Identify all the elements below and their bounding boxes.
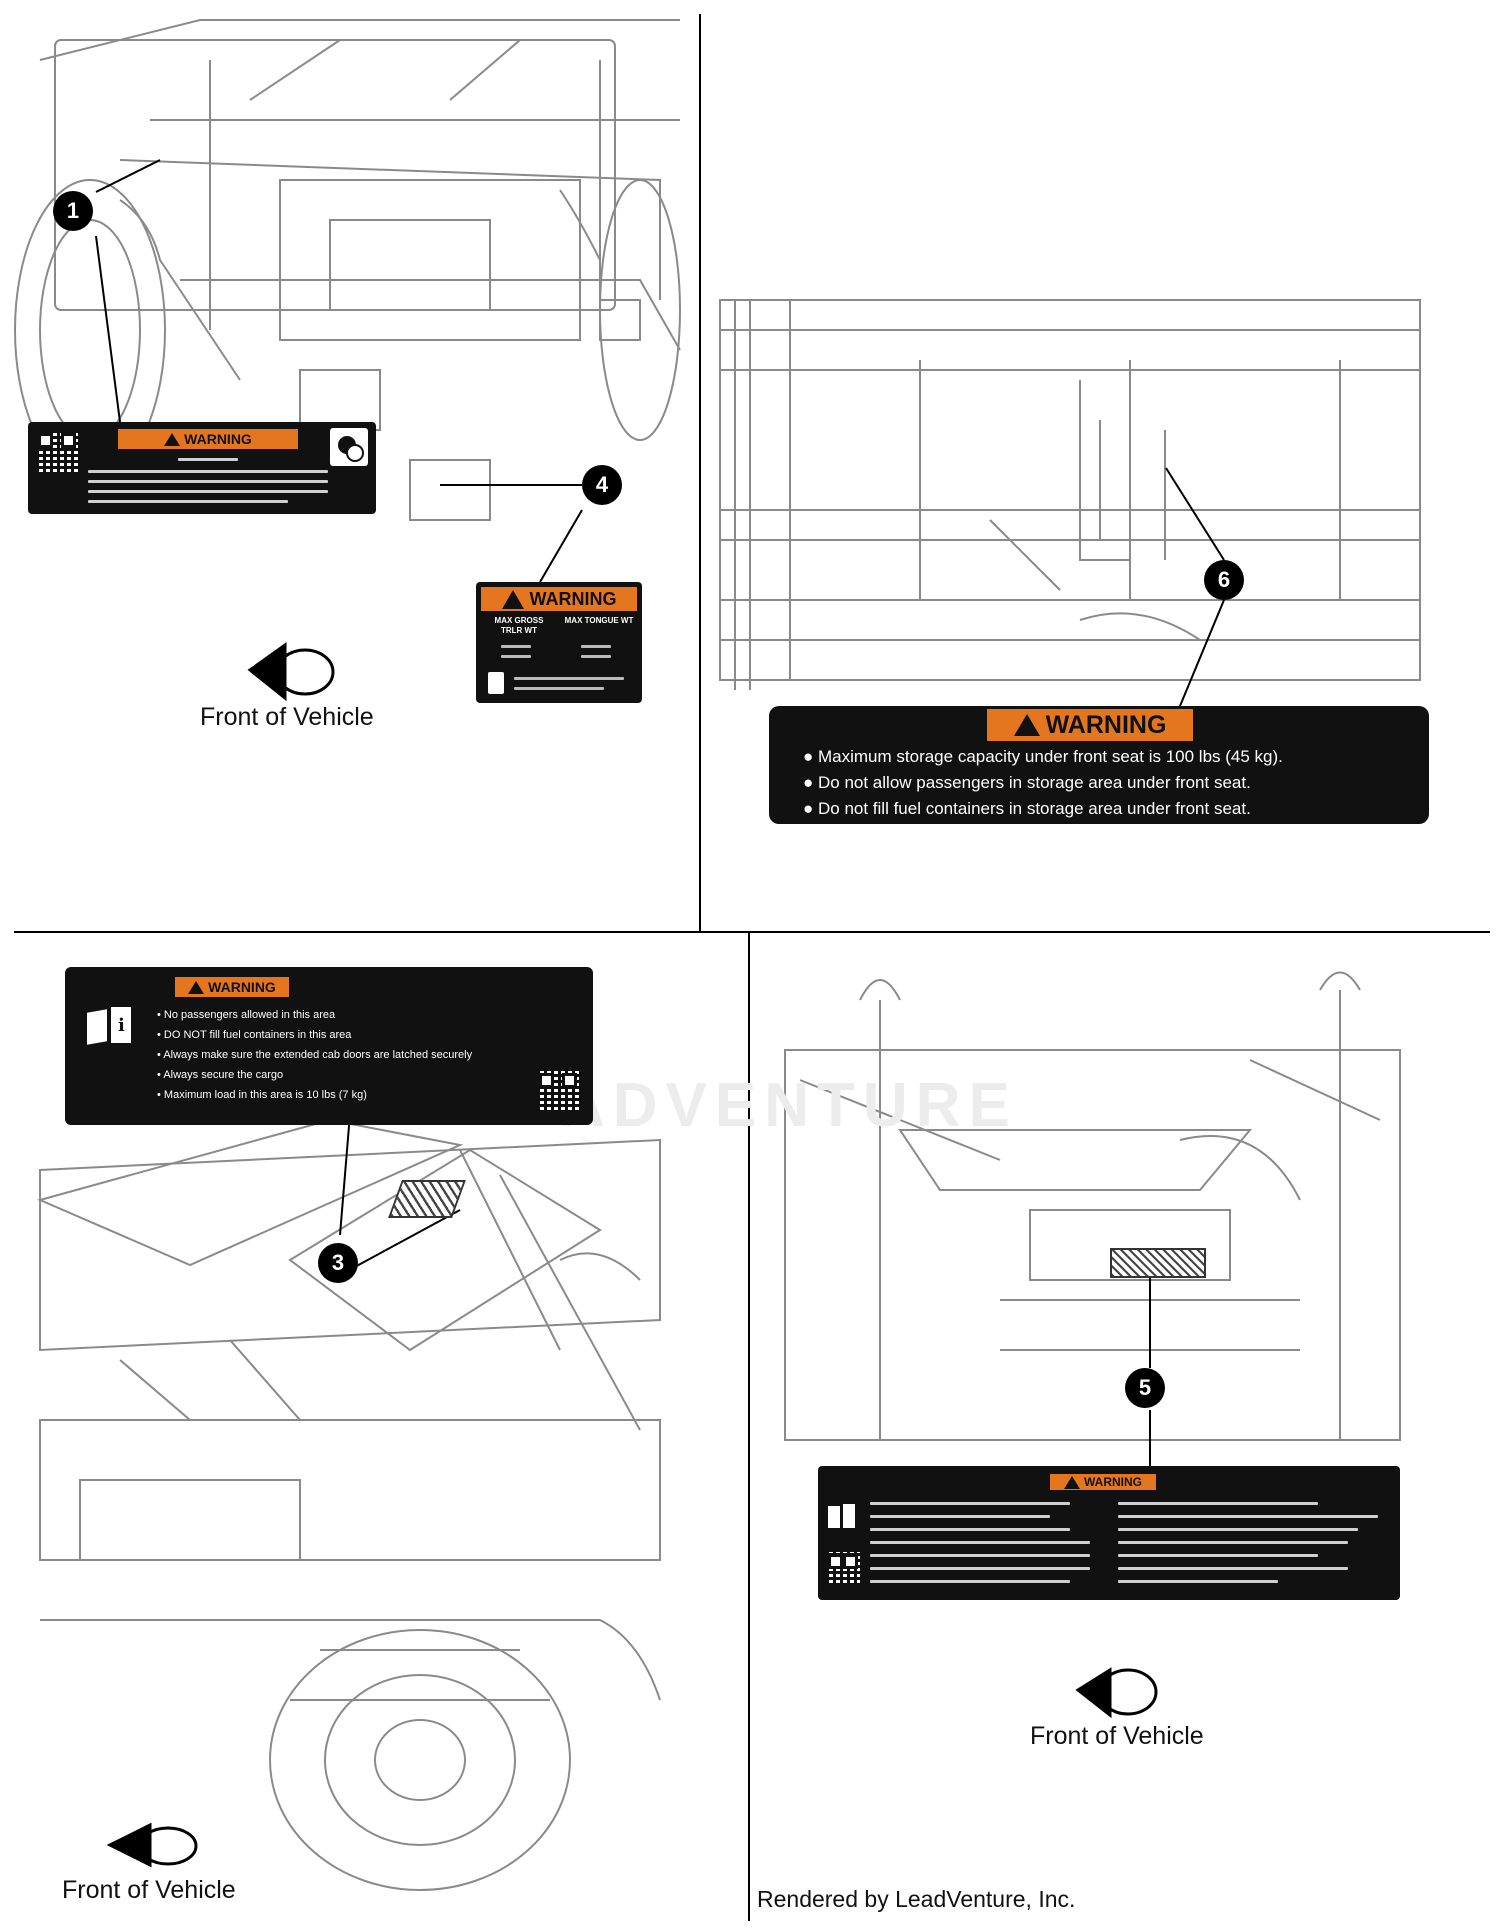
decal-text-line xyxy=(1118,1580,1278,1583)
warning-bullets: • No passengers allowed in this area • D… xyxy=(157,1005,472,1105)
manual-book-icon xyxy=(488,672,504,694)
manual-book-icon: i xyxy=(87,1007,133,1047)
bullet-item: ● Do not fill fuel containers in storage… xyxy=(803,799,1251,818)
divider-horizontal xyxy=(14,931,1490,933)
decal-text-line xyxy=(870,1580,1070,1583)
decal-text-line xyxy=(88,490,328,493)
warning-decal-5: WARNING xyxy=(818,1466,1400,1600)
decal-text-line xyxy=(1118,1554,1318,1557)
decal-text-line xyxy=(88,470,328,473)
decal-text-line xyxy=(870,1515,1050,1518)
warning-triangle-icon xyxy=(1013,714,1040,736)
decal-text-line xyxy=(581,645,611,648)
decal-text-line xyxy=(870,1502,1070,1505)
qr-code xyxy=(826,1552,860,1586)
decal-text-line xyxy=(1118,1515,1378,1518)
bullet-item: ● Do not allow passengers in storage are… xyxy=(803,773,1251,792)
decal-text-line xyxy=(501,645,531,648)
warning-triangle-icon xyxy=(1064,1475,1080,1489)
max-tongue-weight-label: MAX TONGUE WT xyxy=(564,616,634,625)
bullet-item: • Always secure the cargo xyxy=(157,1069,284,1081)
clutch-icon xyxy=(330,428,368,466)
bullet-item: ● Maximum storage capacity under front s… xyxy=(803,747,1283,766)
decal-text-line xyxy=(514,677,624,680)
decal-text-line xyxy=(870,1528,1070,1531)
qr-code xyxy=(537,1071,579,1113)
decal-text-line xyxy=(88,500,288,503)
watermark: ADVENTURE xyxy=(560,1071,1018,1140)
callout-4: 4 xyxy=(582,465,622,505)
callout-3: 3 xyxy=(318,1243,358,1283)
warning-decal-4: WARNING MAX GROSS TRLR WT MAX TONGUE WT xyxy=(476,582,642,703)
front-of-vehicle-label: Front of Vehicle xyxy=(62,1876,236,1904)
qr-code xyxy=(36,431,78,475)
callout-5: 5 xyxy=(1125,1368,1165,1408)
warning-triangle-icon xyxy=(188,980,205,994)
manual-book-icon xyxy=(828,1504,856,1530)
decal-text-line xyxy=(514,687,604,690)
bullet-item: • Always make sure the extended cab door… xyxy=(157,1049,473,1061)
warning-bullets: ● Maximum storage capacity under front s… xyxy=(803,744,1283,822)
divider-vertical-bottom xyxy=(748,931,750,1921)
decal-text-line xyxy=(1118,1528,1358,1531)
callout-6: 6 xyxy=(1204,560,1244,600)
bullet-item: • Maximum load in this area is 10 lbs (7… xyxy=(157,1089,367,1101)
decal-text-line xyxy=(1118,1567,1348,1570)
warning-triangle-icon xyxy=(164,432,181,446)
warning-banner: WARNING xyxy=(481,587,637,611)
decal-text-line xyxy=(178,458,238,461)
warning-banner: WARNING xyxy=(1050,1474,1156,1490)
front-of-vehicle-label: Front of Vehicle xyxy=(1030,1722,1204,1750)
warning-banner: WARNING xyxy=(987,709,1193,741)
max-gross-trailer-weight-label: MAX GROSS TRLR WT xyxy=(494,616,544,635)
warning-banner: WARNING xyxy=(118,429,298,449)
warning-banner: WARNING xyxy=(175,977,289,997)
decal-text-line xyxy=(501,655,531,658)
decal-text-line xyxy=(870,1567,1090,1570)
decal-text-line xyxy=(1118,1541,1348,1544)
warning-triangle-icon xyxy=(501,589,524,609)
warning-decal-1: WARNING xyxy=(28,422,376,514)
bullet-item: • DO NOT fill fuel containers in this ar… xyxy=(157,1029,352,1041)
warning-decal-6: WARNING ● Maximum storage capacity under… xyxy=(769,706,1429,824)
callout-1: 1 xyxy=(53,191,93,231)
front-of-vehicle-label: Front of Vehicle xyxy=(200,703,374,731)
decal-text-line xyxy=(581,655,611,658)
decal-text-line xyxy=(88,480,328,483)
decal-text-line xyxy=(1118,1502,1318,1505)
rendered-by-credit: Rendered by LeadVenture, Inc. xyxy=(757,1886,1076,1912)
warning-decal-3: WARNING i • No passengers allowed in thi… xyxy=(65,967,593,1125)
decal-text-line xyxy=(870,1541,1090,1544)
divider-vertical-top xyxy=(699,14,701,932)
bullet-item: • No passengers allowed in this area xyxy=(157,1009,336,1021)
decal-location-marker xyxy=(1110,1248,1206,1278)
decal-text-line xyxy=(870,1554,1090,1557)
